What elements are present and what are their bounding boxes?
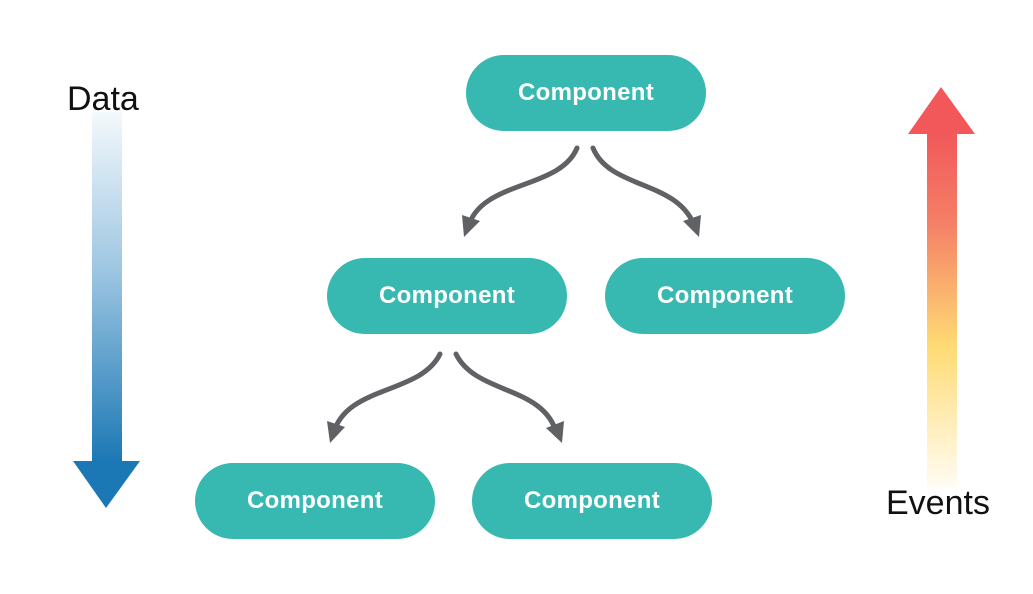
component-node-root: Component [466, 55, 706, 131]
component-node-bottom-right: Component [472, 463, 712, 539]
arrowhead-mid-right [683, 215, 701, 237]
events-label: Events [886, 484, 990, 522]
arrowhead-bottom-right [546, 421, 564, 443]
data-label: Data [67, 80, 139, 118]
connector-root-to-mid-left [465, 145, 580, 231]
arrowhead-bottom-left [327, 421, 345, 443]
connector-root-to-mid-right [590, 145, 698, 231]
component-node-mid-left: Component [327, 258, 567, 334]
component-node-mid-right: Component [605, 258, 845, 334]
data-flow-arrow [73, 112, 140, 508]
component-node-bottom-left: Component [195, 463, 435, 539]
arrowhead-mid-left [462, 215, 480, 237]
events-flow-arrow [908, 87, 975, 488]
connector-mid-to-bottom-left [330, 351, 443, 438]
connector-mid-to-bottom-right [453, 351, 560, 438]
